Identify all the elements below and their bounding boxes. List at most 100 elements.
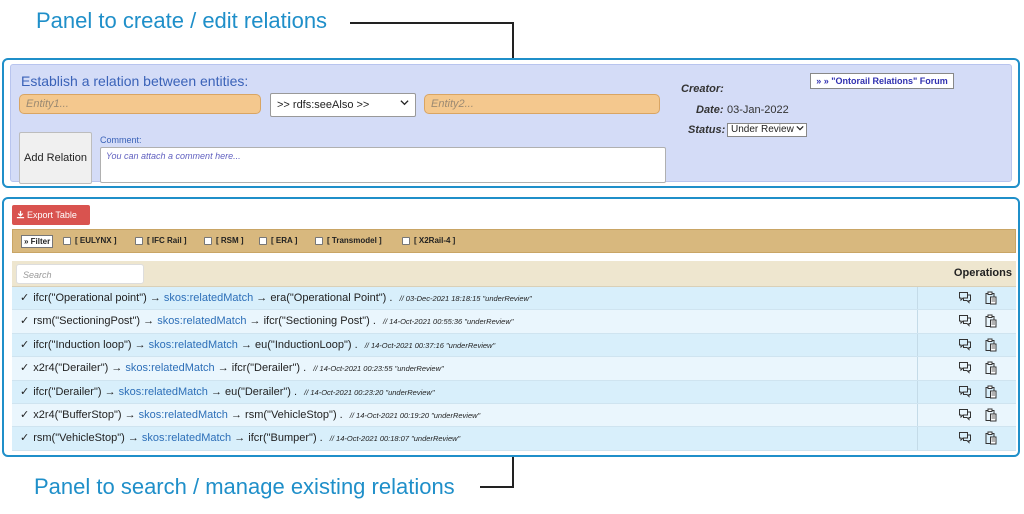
- arrow-icon: →: [210, 385, 222, 398]
- table-row[interactable]: ✓ifcr("Derailer") → skos:relatedMatch → …: [12, 380, 1016, 404]
- relation-cell: ✓ifcr("Derailer") → skos:relatedMatch → …: [12, 380, 918, 403]
- comment-icon[interactable]: [958, 314, 972, 328]
- relation-cell: ✓rsm("SectioningPost") → skos:relatedMat…: [12, 310, 918, 333]
- operations-cell: [918, 427, 1016, 449]
- relation-object: ifcr("Bumper") .: [248, 432, 323, 445]
- clipboard-icon[interactable]: [984, 291, 998, 305]
- comment-icon[interactable]: [958, 291, 972, 305]
- chevron-down-icon: [796, 124, 804, 136]
- clipboard-icon[interactable]: [984, 385, 998, 399]
- form-title: Establish a relation between entities:: [21, 73, 249, 89]
- arrow-icon: →: [149, 292, 161, 304]
- comment-textarea[interactable]: You can attach a comment here...: [100, 147, 666, 183]
- operations-cell: [918, 381, 1016, 403]
- date-label: Date:: [696, 104, 724, 116]
- operations-cell: [918, 357, 1016, 379]
- check-icon: ✓: [20, 315, 30, 328]
- filter-bar: » Filter [ EULYNX ] [ IFC Rail ] [ RSM ]…: [12, 229, 1016, 253]
- filter-era[interactable]: [ ERA ]: [259, 236, 297, 245]
- clipboard-icon[interactable]: [984, 314, 998, 328]
- relation-cell: ✓rsm("VehicleStop") → skos:relatedMatch …: [12, 427, 918, 450]
- table-body: ✓ifcr("Operational point") → skos:relate…: [12, 287, 1016, 451]
- arrow-icon: →: [249, 315, 261, 328]
- relation-cell: ✓x2r4("BufferStop") → skos:relatedMatch …: [12, 403, 918, 427]
- export-table-label: Export Table: [27, 210, 77, 220]
- comment-icon[interactable]: [958, 385, 972, 399]
- filter-label: [ Transmodel ]: [327, 236, 382, 245]
- relation-cell: ✓ifcr("Induction loop") → skos:relatedMa…: [12, 333, 918, 357]
- filter-eulynx[interactable]: [ EULYNX ]: [63, 236, 117, 245]
- check-icon: ✓: [20, 338, 30, 351]
- relation-subject: x2r4("Derailer"): [33, 362, 109, 375]
- table-row[interactable]: ✓rsm("SectioningPost") → skos:relatedMat…: [12, 310, 1016, 334]
- relation-object: eu("InductionLoop") .: [255, 338, 358, 351]
- search-input[interactable]: Search: [16, 264, 144, 284]
- create-relation-form: Establish a relation between entities: E…: [10, 64, 1012, 184]
- clipboard-icon[interactable]: [984, 408, 998, 422]
- chevron-down-icon: [400, 98, 409, 110]
- filter-checkbox[interactable]: [315, 236, 323, 245]
- filter-checkbox[interactable]: [135, 236, 143, 245]
- relation-predicate[interactable]: skos:relatedMatch: [163, 292, 254, 304]
- operations-cell: [918, 287, 1016, 309]
- check-icon: ✓: [20, 385, 30, 398]
- table-row[interactable]: ✓ifcr("Operational point") → skos:relate…: [12, 287, 1016, 311]
- comment-icon[interactable]: [958, 431, 972, 445]
- relation-cell: ✓x2r4("Derailer") → skos:relatedMatch → …: [12, 357, 918, 380]
- relation-meta: // 14-Oct-2021 00:19:20 "underReview": [349, 410, 481, 420]
- clipboard-icon[interactable]: [984, 361, 998, 375]
- filter-checkbox[interactable]: [259, 236, 267, 245]
- check-icon: ✓: [20, 292, 30, 304]
- status-select[interactable]: Under Review: [727, 123, 807, 137]
- table-header: Search Operations: [12, 261, 1016, 287]
- filter-checkbox[interactable]: [402, 236, 410, 245]
- relation-cell: ✓ifcr("Operational point") → skos:relate…: [12, 287, 918, 310]
- add-relation-button[interactable]: Add Relation: [19, 132, 92, 184]
- check-icon: ✓: [20, 362, 30, 375]
- relation-select[interactable]: >> rdfs:seeAlso >>: [270, 93, 416, 117]
- comment-icon[interactable]: [958, 361, 972, 375]
- operations-cell: [918, 310, 1016, 332]
- arrow-icon: →: [230, 408, 242, 421]
- relation-subject: rsm("VehicleStop"): [33, 432, 125, 445]
- relation-meta: // 14-Oct-2021 00:18:07 "underReview": [329, 434, 461, 444]
- callout-line-bottom-h: [480, 486, 514, 488]
- relation-subject: ifcr("Induction loop"): [33, 338, 132, 351]
- relation-predicate[interactable]: skos:relatedMatch: [125, 362, 215, 375]
- relation-meta: // 14-Oct-2021 00:23:20 "underReview": [304, 387, 435, 397]
- arrow-icon: →: [234, 432, 246, 445]
- filter-checkbox[interactable]: [63, 236, 71, 245]
- clipboard-icon[interactable]: [984, 431, 998, 445]
- relation-object: ifcr("Sectioning Post") .: [263, 315, 376, 328]
- arrow-icon: →: [124, 408, 136, 421]
- relation-predicate[interactable]: skos:relatedMatch: [138, 408, 228, 421]
- relation-predicate[interactable]: skos:relatedMatch: [118, 385, 208, 398]
- forum-link-button[interactable]: » » "Ontorail Relations" Forum: [810, 73, 954, 89]
- relation-predicate[interactable]: skos:relatedMatch: [157, 315, 247, 328]
- table-row[interactable]: ✓x2r4("BufferStop") → skos:relatedMatch …: [12, 403, 1016, 428]
- filter-rsm[interactable]: [ RSM ]: [204, 236, 244, 245]
- filter-x2rail-4[interactable]: [ X2Rail-4 ]: [402, 236, 455, 245]
- relation-predicate[interactable]: skos:relatedMatch: [148, 338, 238, 351]
- manage-relations-panel: Export Table » Filter [ EULYNX ] [ IFC R…: [2, 197, 1020, 457]
- entity1-input[interactable]: Entity1...: [19, 94, 261, 114]
- filter-button[interactable]: » Filter: [21, 235, 54, 248]
- filter-transmodel[interactable]: [ Transmodel ]: [315, 236, 382, 245]
- filter-ifc-rail[interactable]: [ IFC Rail ]: [135, 236, 187, 245]
- table-row[interactable]: ✓ifcr("Induction loop") → skos:relatedMa…: [12, 333, 1016, 358]
- date-value: 03-Jan-2022: [727, 104, 789, 116]
- filter-label: [ IFC Rail ]: [147, 236, 187, 245]
- clipboard-icon[interactable]: [984, 338, 998, 352]
- relation-predicate[interactable]: skos:relatedMatch: [141, 432, 232, 445]
- filter-checkbox[interactable]: [204, 236, 212, 245]
- comment-icon[interactable]: [958, 338, 972, 352]
- export-table-button[interactable]: Export Table: [12, 205, 90, 225]
- operations-cell: [918, 404, 1016, 426]
- entity2-input[interactable]: Entity2...: [424, 94, 660, 114]
- relation-meta: // 03-Dec-2021 18:18:15 "underReview": [399, 294, 532, 303]
- table-row[interactable]: ✓x2r4("Derailer") → skos:relatedMatch → …: [12, 357, 1016, 381]
- comment-icon[interactable]: [958, 408, 972, 422]
- relations-table: Search Operations ✓ifcr("Operational poi…: [12, 261, 1016, 451]
- table-row[interactable]: ✓rsm("VehicleStop") → skos:relatedMatch …: [12, 427, 1016, 451]
- relation-select-value: >> rdfs:seeAlso >>: [277, 99, 370, 111]
